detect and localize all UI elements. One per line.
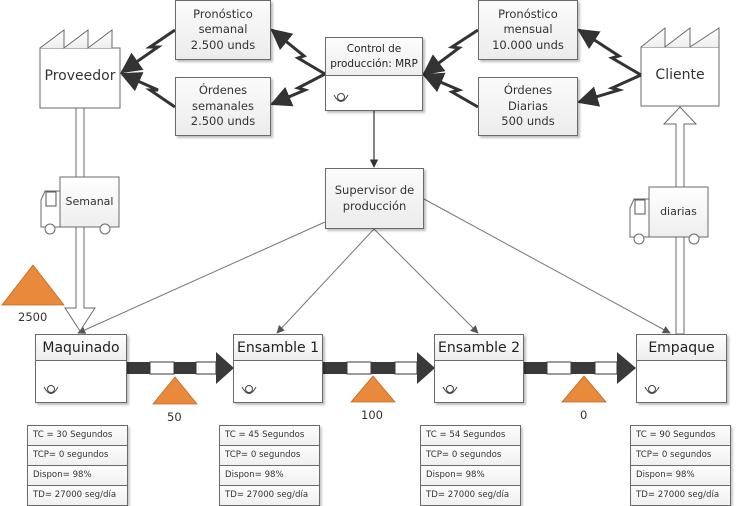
operator-icon bbox=[644, 385, 660, 394]
cycle-time: TC = 45 Segundos bbox=[220, 426, 319, 446]
production-control-line2: producción: MRP bbox=[330, 57, 418, 70]
customer-forecast-line3: 10.000 unds bbox=[492, 37, 564, 52]
process-name: Maquinado bbox=[36, 335, 126, 361]
data-box-ensamble-2: TC = 54 Segundos TCP= 0 segundos Dispon=… bbox=[420, 425, 521, 506]
push-arrow-1 bbox=[126, 352, 234, 384]
customer-orders-line2: Diarias bbox=[507, 98, 549, 113]
inventory-icon-3 bbox=[561, 375, 607, 403]
push-arrow-2 bbox=[323, 352, 435, 384]
operator-icon bbox=[241, 385, 257, 394]
customer-orders-line3: 500 unds bbox=[501, 114, 555, 129]
inventory-icon-1 bbox=[152, 376, 198, 405]
inbound-shipment-label: Semanal bbox=[65, 195, 114, 208]
customer-orders-box: Órdenes Diarias 500 unds bbox=[478, 77, 578, 136]
supervisor-line1: Supervisor de bbox=[334, 182, 415, 197]
flow-forecast-to-mrp bbox=[422, 28, 479, 76]
availability: Dispon= 98% bbox=[220, 466, 319, 486]
flow-mrp-to-orders bbox=[270, 72, 326, 107]
inbound-truck-icon bbox=[40, 176, 120, 235]
changeover-time: TCP= 0 segundos bbox=[421, 446, 520, 466]
supplier-forecast-line3: 2.500 unds bbox=[190, 37, 256, 52]
process-box-ensamble-2: Ensamble 2 bbox=[434, 334, 524, 403]
customer-forecast-line1: Pronóstico bbox=[498, 6, 558, 21]
flow-supervisor-to-empaque bbox=[423, 198, 671, 334]
push-arrow-3 bbox=[523, 352, 636, 384]
inventory-label-1: 50 bbox=[167, 410, 182, 424]
flow-supervisor-to-maquinado bbox=[77, 221, 326, 334]
supplier-forecast-line1: Pronóstico bbox=[193, 6, 253, 21]
inventory-triangles bbox=[1, 264, 607, 405]
process-name: Empaque bbox=[637, 335, 726, 361]
inventory-icon-raw bbox=[1, 264, 65, 306]
customer-forecast-line2: mensual bbox=[503, 22, 553, 37]
changeover-time: TCP= 0 segundos bbox=[631, 446, 730, 466]
process-box-ensamble-1: Ensamble 1 bbox=[233, 334, 323, 403]
supplier-orders-line2: semanales bbox=[192, 98, 254, 113]
process-name: Ensamble 2 bbox=[435, 335, 523, 361]
supervisor-box: Supervisor de producción bbox=[325, 168, 424, 229]
flow-supervisor-to-ensamble2 bbox=[373, 228, 479, 334]
changeover-time: TCP= 0 segundos bbox=[220, 446, 319, 466]
available-time: TD= 27000 seg/día bbox=[631, 486, 730, 505]
availability: Dispon= 98% bbox=[28, 466, 127, 486]
changeover-time: TCP= 0 segundos bbox=[28, 446, 127, 466]
available-time: TD= 27000 seg/día bbox=[28, 486, 127, 505]
data-box-ensamble-1: TC = 45 Segundos TCP= 0 segundos Dispon=… bbox=[219, 425, 320, 506]
supervisor-flows bbox=[77, 198, 671, 334]
available-time: TD= 27000 seg/día bbox=[220, 486, 319, 505]
production-control-box: Control de producción: MRP bbox=[325, 37, 423, 111]
flow-orders-to-supplier bbox=[120, 72, 176, 109]
outbound-shipment-label: diarias bbox=[660, 205, 697, 218]
supplier-forecast-line2: semanal bbox=[198, 22, 248, 37]
process-name: Ensamble 1 bbox=[234, 335, 322, 361]
flow-supervisor-to-ensamble1 bbox=[276, 228, 375, 334]
electronic-info-flows bbox=[120, 28, 642, 109]
supplier-orders-line3: 2.500 unds bbox=[190, 114, 256, 129]
production-control-line1: Control de bbox=[346, 43, 402, 56]
operator-icon bbox=[43, 385, 59, 394]
flow-mrp-to-forecast bbox=[270, 28, 326, 76]
operator-icon bbox=[442, 385, 458, 394]
inventory-label-raw: 2500 bbox=[18, 310, 48, 324]
process-box-empaque: Empaque bbox=[636, 334, 727, 403]
flow-customer-to-orders bbox=[576, 73, 642, 107]
customer-orders-line1: Órdenes bbox=[503, 83, 553, 98]
supplier-forecast-box: Pronóstico semanal 2.500 unds bbox=[175, 0, 271, 60]
cycle-time: TC = 90 Segundos bbox=[631, 426, 730, 446]
inventory-label-3: 0 bbox=[580, 408, 588, 422]
cycle-time: TC = 54 Segundos bbox=[421, 426, 520, 446]
flow-orders-to-mrp bbox=[422, 72, 479, 109]
flow-customer-to-forecast bbox=[577, 28, 642, 77]
availability: Dispon= 98% bbox=[631, 466, 730, 486]
operator-icon bbox=[333, 93, 349, 102]
supplier-orders-box: Órdenes semanales 2.500 unds bbox=[175, 77, 271, 136]
customer-forecast-box: Pronóstico mensual 10.000 unds bbox=[478, 0, 578, 60]
flow-forecast-to-supplier bbox=[120, 28, 176, 74]
available-time: TD= 27000 seg/día bbox=[421, 486, 520, 505]
supplier-label: Proveedor bbox=[44, 68, 116, 84]
supervisor-line2: producción bbox=[342, 198, 407, 213]
supplier-factory-icon bbox=[39, 29, 121, 109]
push-arrows bbox=[126, 352, 636, 384]
data-box-empaque: TC = 90 Segundos TCP= 0 segundos Dispon=… bbox=[630, 425, 731, 506]
customer-label: Cliente bbox=[655, 67, 705, 83]
supplier-orders-line1: Órdenes bbox=[198, 83, 248, 98]
data-box-maquinado: TC = 30 Segundos TCP= 0 segundos Dispon=… bbox=[27, 425, 128, 506]
availability: Dispon= 98% bbox=[421, 466, 520, 486]
process-box-maquinado: Maquinado bbox=[35, 334, 127, 403]
inventory-label-2: 100 bbox=[361, 408, 383, 422]
production-control-header: Control de producción: MRP bbox=[326, 38, 422, 76]
inventory-icon-2 bbox=[350, 375, 396, 403]
outbound-truck-icon bbox=[629, 186, 709, 245]
cycle-time: TC = 30 Segundos bbox=[28, 426, 127, 446]
customer-factory-icon bbox=[640, 26, 720, 107]
